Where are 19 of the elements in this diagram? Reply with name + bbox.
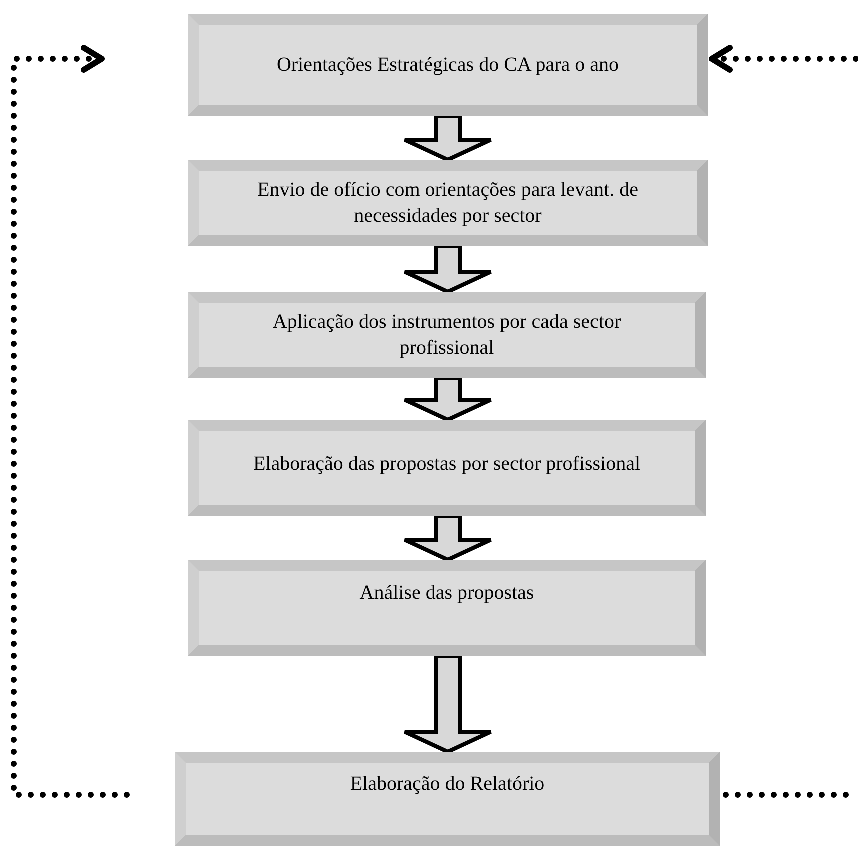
block-arrow [403, 244, 493, 294]
block-arrow [403, 376, 493, 422]
block-arrow [403, 654, 493, 754]
block-arrow [403, 114, 493, 162]
process-box [188, 560, 706, 656]
box-text: Elaboração do Relatório [350, 772, 545, 797]
block-arrow [403, 514, 493, 562]
process-box [188, 292, 706, 378]
dotted-arrow [709, 45, 858, 73]
box-text: Elaboração das propostas por sector profissional [253, 452, 641, 477]
box-text: Orientações Estratégicas do CA para o ano [276, 53, 620, 78]
box-text: Aplicação dos instrumentos por cada sector profissional [272, 310, 622, 361]
box-text: Análise das propostas [360, 581, 534, 606]
process-box [188, 14, 708, 116]
box-text: Envio de ofício com orientações para levant. de necessidades por sector [256, 178, 640, 229]
process-box [188, 420, 706, 516]
process-box [188, 160, 708, 246]
process-box [175, 752, 720, 846]
dotted-arrow [11, 45, 130, 798]
